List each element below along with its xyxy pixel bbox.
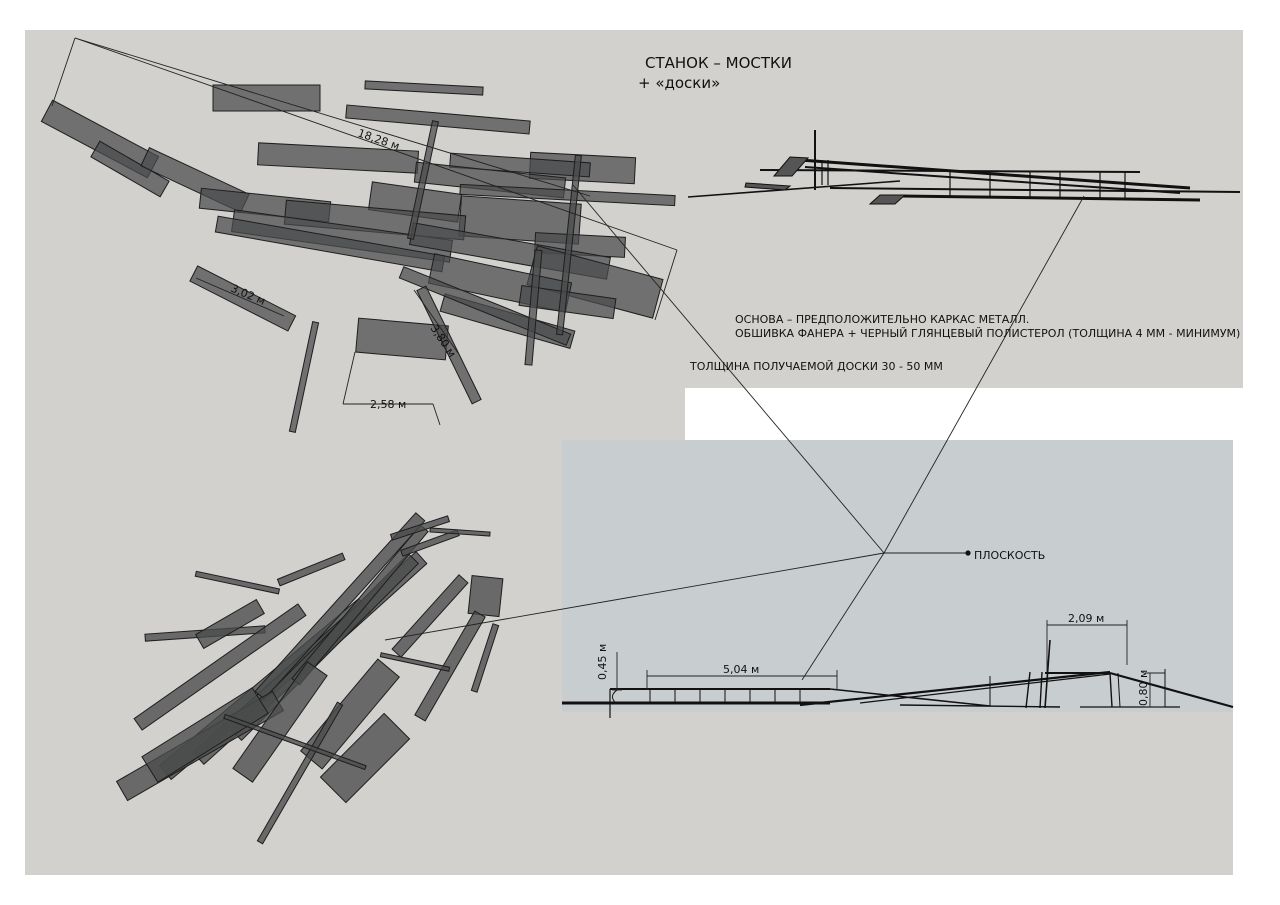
note-basis: ОСНОВА – ПРЕДПОЛОЖИТЕЛЬНО КАРКАС МЕТАЛЛ. — [735, 313, 1029, 326]
perspective-board — [194, 570, 281, 595]
plan-board — [459, 183, 676, 207]
perspective-board — [467, 574, 504, 618]
plan-post — [406, 120, 440, 240]
perspective-board — [389, 515, 451, 541]
dimension-line-length — [74, 37, 678, 251]
top-right-panel — [685, 30, 1243, 388]
perspective-board — [133, 603, 307, 731]
plane-label: ПЛОСКОСТЬ — [974, 549, 1045, 562]
plan-board — [364, 80, 484, 96]
plan-view — [40, 80, 676, 433]
plan-board — [449, 152, 591, 178]
perspective-board — [254, 512, 426, 700]
plan-board — [416, 285, 482, 405]
note-cladding: ОБШИВКА ФАНЕРА + ЧЕРНЫЙ ГЛЯНЦЕВЫЙ ПОЛИСТ… — [735, 327, 1240, 340]
dim-section-length: 5,04 м — [723, 663, 759, 676]
perspective-board — [223, 713, 367, 771]
dimension-line-board-b — [413, 289, 459, 354]
title-line-2: + «доски» — [638, 74, 720, 92]
plane-point — [965, 550, 971, 556]
dim-plan-gap: 2,58 м — [370, 398, 406, 411]
plan-board — [212, 84, 321, 112]
plan-board — [288, 321, 320, 433]
perspective-board — [319, 712, 411, 804]
plan-board — [90, 140, 170, 198]
perspective-board — [276, 552, 346, 587]
perspective-board — [232, 661, 328, 783]
dim-section-top: 2,09 м — [1068, 612, 1104, 625]
perspective-board — [414, 610, 486, 722]
dim-section-low-height: 0,45 м — [596, 644, 609, 680]
perspective-board — [429, 527, 491, 537]
perspective-board — [256, 701, 344, 845]
plan-post — [524, 249, 543, 366]
perspective-board — [141, 687, 269, 783]
side-elevation — [687, 130, 1241, 205]
perspective-board — [379, 652, 451, 672]
section-dimensions — [611, 620, 1165, 708]
perspective-view — [115, 512, 504, 845]
plane-panel — [562, 440, 1233, 712]
perspective-board — [195, 598, 265, 650]
plan-board — [398, 266, 572, 346]
perspective-board — [391, 574, 469, 658]
section-view — [562, 639, 1234, 718]
perspective-board — [470, 623, 500, 693]
leader-lines — [74, 37, 1085, 681]
plan-post — [556, 154, 582, 336]
dimension-line-board-a — [195, 277, 285, 317]
title-line-1: СТАНОК – МОСТКИ — [645, 54, 792, 72]
note-thickness: ТОЛЩИНА ПОЛУЧАЕМОЙ ДОСКИ 30 - 50 ММ — [689, 360, 943, 373]
plan-dimensions — [51, 37, 678, 426]
plan-board — [518, 284, 617, 320]
dim-section-high-height: 0,80 м — [1137, 670, 1150, 706]
